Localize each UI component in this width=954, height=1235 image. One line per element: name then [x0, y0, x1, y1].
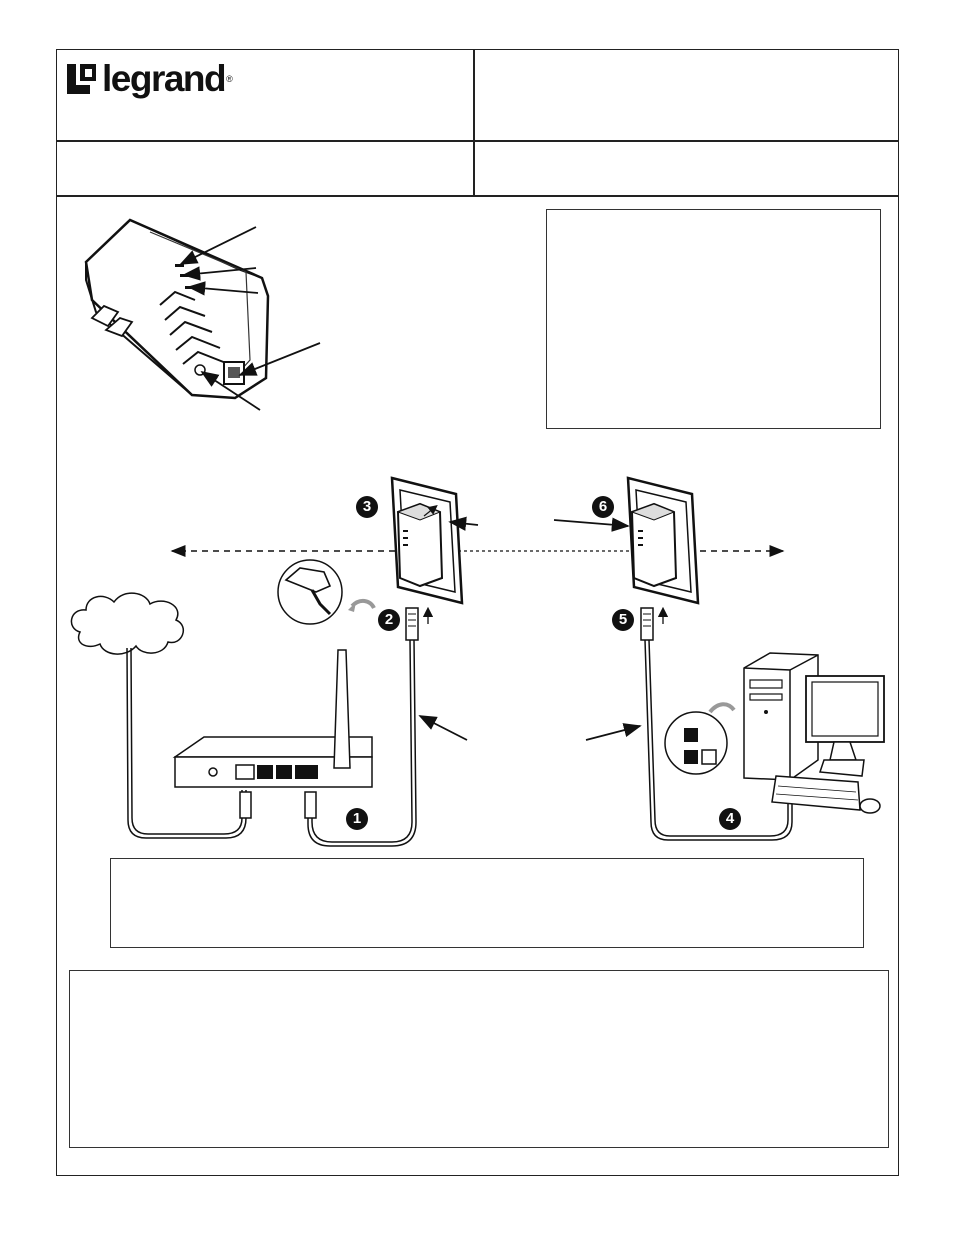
legend-box	[546, 209, 881, 429]
step-3-badge: 3	[356, 496, 378, 518]
registered-mark: ®	[226, 73, 233, 84]
subheader-divider	[56, 195, 899, 197]
brand-name: legrand	[102, 58, 227, 99]
legrand-logo-icon	[67, 63, 96, 94]
cable-plug-5	[640, 606, 669, 641]
cable-callout-left	[418, 715, 468, 741]
step-1-badge: 1	[346, 808, 368, 830]
internet-cloud	[70, 592, 185, 655]
ethernet-plug-detail	[277, 559, 376, 625]
header-column-divider	[473, 49, 475, 196]
cable-callout-right	[585, 723, 642, 741]
wall-outlet-left	[390, 476, 479, 605]
adapter-closeup	[84, 218, 321, 411]
cable-plug-2	[405, 606, 434, 641]
step-5-badge: 5	[612, 609, 634, 631]
header-divider	[56, 140, 899, 142]
router	[172, 649, 373, 819]
desktop-computer	[664, 652, 885, 814]
legrand-logo: legrand ®	[66, 60, 233, 97]
step-2-badge: 2	[378, 609, 400, 631]
wall-outlet-right	[553, 476, 700, 605]
instructions-box	[69, 970, 889, 1148]
step-6-badge: 6	[592, 496, 614, 518]
step-4-badge: 4	[719, 808, 741, 830]
note-box	[110, 858, 864, 948]
page-frame	[56, 49, 899, 1176]
